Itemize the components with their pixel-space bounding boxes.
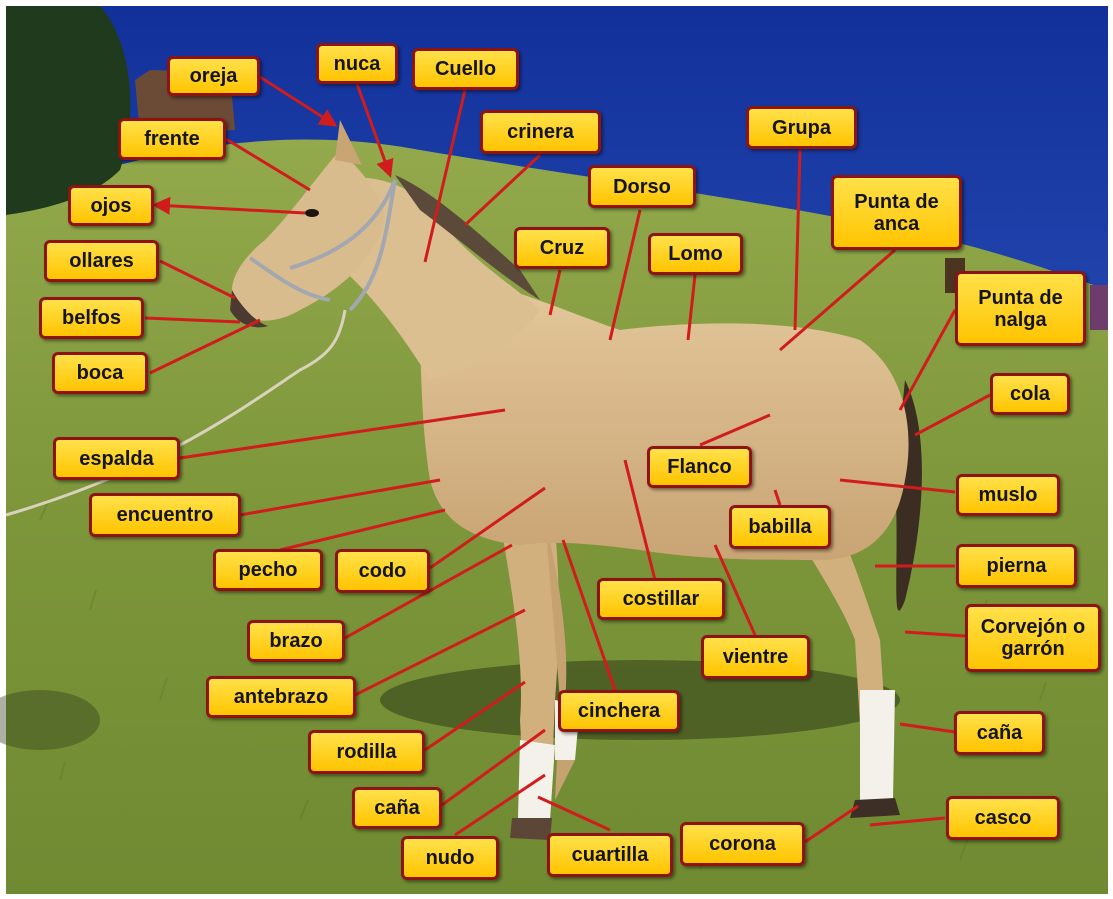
label-cuartilla: cuartilla [547,833,673,877]
label-cruz: Cruz [514,227,610,269]
label-crinera: crinera [480,110,601,154]
label-dorso: Dorso [588,165,696,208]
label-nudo: nudo [401,836,499,880]
label-oreja: oreja [167,56,260,96]
label-casco: casco [946,796,1060,840]
label-grupa: Grupa [746,106,857,149]
label-frente: frente [118,118,226,160]
label-boca: boca [52,352,148,394]
label-codo: codo [335,549,430,593]
label-cinchera: cinchera [558,690,680,732]
label-ojos: ojos [68,185,154,226]
label-pierna: pierna [956,544,1077,588]
label-punta-nalga: Punta de nalga [955,271,1086,346]
label-flanco: Flanco [647,446,752,488]
label-cuello: Cuello [412,48,519,90]
label-costillar: costillar [597,578,725,620]
label-cana-rear: caña [352,787,442,829]
label-punta-anca: Punta de anca [831,175,962,250]
label-encuentro: encuentro [89,493,241,537]
label-muslo: muslo [956,474,1060,516]
label-espalda: espalda [53,437,180,480]
label-lomo: Lomo [648,233,743,275]
label-rodilla: rodilla [308,730,425,774]
label-vientre: vientre [701,635,810,679]
label-cana-front: caña [954,711,1045,755]
label-babilla: babilla [729,505,831,549]
label-antebrazo: antebrazo [206,676,356,718]
label-cola: cola [990,373,1070,415]
label-corona: corona [680,822,805,866]
label-nuca: nuca [316,43,398,84]
label-ollares: ollares [44,240,159,282]
label-brazo: brazo [247,620,345,662]
label-pecho: pecho [213,549,323,591]
label-belfos: belfos [39,297,144,339]
label-corvejon: Corvejón o garrón [965,604,1101,672]
distant-person [1090,285,1108,330]
